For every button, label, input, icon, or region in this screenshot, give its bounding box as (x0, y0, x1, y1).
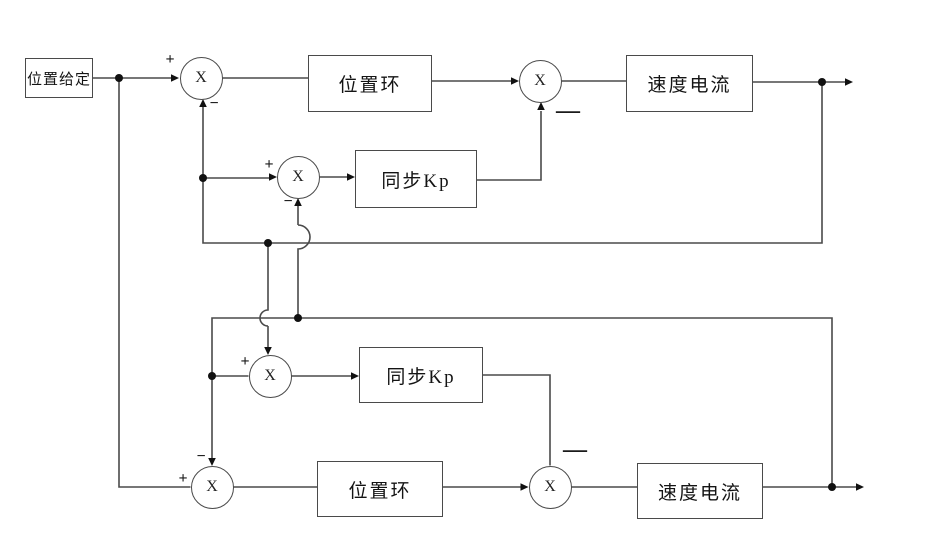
dot-bottom-output-branch (828, 483, 836, 491)
junction-symbol: X (534, 72, 546, 89)
block-position-loop-bottom: 位置环 (317, 461, 443, 517)
summing-junction-sync-top: X (276, 155, 320, 199)
arrow-into-sync-sum-top-left (269, 173, 277, 181)
junction-symbol: X (292, 168, 304, 185)
block-position-loop-bottom-label: 位置环 (348, 480, 412, 502)
arrow-into-speed-sum-top-bottom (537, 102, 545, 110)
wire-synckp-top-to-speed-sum (477, 111, 542, 181)
arrow-into-synckp-top (347, 173, 355, 181)
arrow-into-synckp-bottom (351, 372, 359, 380)
arrow-into-speed-sum-top-left (511, 77, 519, 85)
arrowheads (171, 74, 864, 491)
plus-sign-sync-top: + (264, 156, 274, 173)
wire-synckp-bottom-to-speed-sum (483, 374, 551, 466)
minus-sign-speed-bottom: — (563, 437, 587, 463)
block-speed-current-top-label: 速度电流 (647, 75, 732, 96)
plus-sign-position-top: + (165, 51, 175, 68)
block-speed-current-top: 速度电流 (626, 55, 753, 112)
junction-symbol: X (195, 69, 207, 86)
arrow-into-sync-sum-top-from-below (294, 198, 302, 206)
arrow-into-sync-sum-bottom-top (264, 347, 272, 355)
block-position-setpoint: 位置给定 (25, 58, 93, 98)
block-sync-kp-top: 同步Kp (355, 150, 477, 208)
junction-symbol: X (544, 478, 556, 495)
junction-dots (115, 74, 836, 491)
block-sync-kp-top-label: 同步Kp (381, 170, 451, 192)
dot-top-output-branch (818, 78, 826, 86)
wire-cross-down (259, 243, 269, 347)
wire-bottom-feedback (211, 317, 833, 487)
plus-sign-position-bottom: + (178, 470, 188, 487)
junction-symbol: X (206, 478, 218, 495)
block-sync-kp-bottom-label: 同步Kp (386, 366, 456, 388)
wires (93, 77, 856, 488)
block-sync-kp-bottom: 同步Kp (359, 347, 483, 403)
minus-sign-sync-top: − (283, 193, 293, 210)
arrow-into-top-sum-left (171, 74, 179, 82)
summing-junction-speed-top: X (518, 59, 562, 103)
summing-junction-speed-bottom: X (528, 465, 572, 509)
minus-sign-position-bottom: − (196, 448, 206, 465)
summing-junction-sync-bottom: X (248, 354, 292, 398)
summing-junction-position-top: X (179, 56, 223, 100)
block-position-loop-top-label: 位置环 (338, 75, 402, 96)
dot-bottom-feedback-branch (208, 372, 216, 380)
dot-top-feedback-branch (199, 174, 207, 182)
minus-sign-speed-top: — (556, 98, 580, 124)
arrow-into-bottom-sum-top (208, 458, 216, 466)
minus-sign-position-top: − (209, 95, 219, 112)
summing-junction-position-bottom: X (190, 465, 234, 509)
arrow-bottom-output (856, 483, 864, 491)
block-position-setpoint-label: 位置给定 (26, 71, 91, 88)
dot-bottom-feedback-cross-branch (294, 314, 302, 322)
dot-setpoint-branch (115, 74, 123, 82)
arrow-into-top-sum-bottom (199, 99, 207, 107)
junction-symbol: X (264, 367, 276, 384)
wire-cross-up (297, 206, 311, 318)
wire-setpoint-riser (118, 78, 191, 488)
block-speed-current-bottom-label: 速度电流 (657, 482, 742, 504)
arrow-top-output (845, 78, 853, 86)
arrow-into-speed-sum-bottom-left (520, 483, 529, 491)
plus-sign-sync-bottom: + (240, 353, 250, 370)
block-speed-current-bottom: 速度电流 (637, 463, 763, 519)
dot-top-feedback-cross-branch (264, 239, 272, 247)
block-position-loop-top: 位置环 (308, 55, 432, 112)
